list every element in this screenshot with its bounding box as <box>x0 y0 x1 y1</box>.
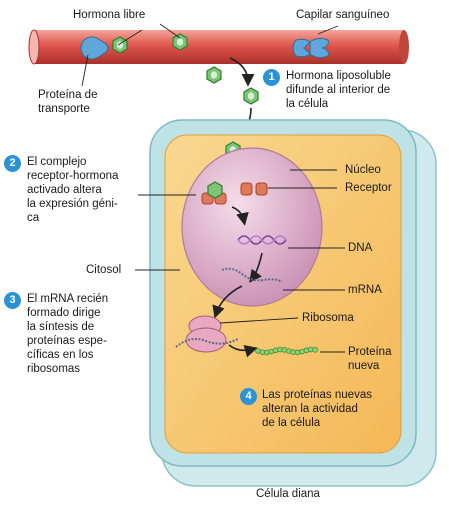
hormone-icon <box>112 36 128 54</box>
label-nucleus: Núcleo <box>345 164 381 176</box>
arrow <box>228 344 258 358</box>
receptor-hormone-complex <box>201 181 227 205</box>
amino-acid-bead <box>303 347 310 354</box>
step-badge-2: 2 <box>4 155 21 172</box>
step-badge-3: 3 <box>4 292 21 309</box>
label-target-cell: Célula diana <box>256 488 320 500</box>
step-badge-1: 1 <box>263 69 280 86</box>
amino-acid-bead <box>312 347 319 353</box>
step-text-4: Las proteínas nuevas alteran la activida… <box>262 389 372 429</box>
label-receptor: Receptor <box>345 182 392 194</box>
label-cytosol: Citosol <box>86 264 122 276</box>
arrow <box>231 206 249 226</box>
amino-acid-bead <box>263 349 270 356</box>
transport-protein-icon <box>80 36 109 60</box>
hormone-icon <box>206 66 222 84</box>
arrow <box>212 285 243 319</box>
mrna-strand <box>221 267 283 283</box>
label-dna: DNA <box>348 242 373 254</box>
leader-lines <box>81 23 345 353</box>
receptor-icon <box>240 182 268 196</box>
arrow <box>249 252 263 283</box>
step-text-2: El complejo receptor-hormona activado al… <box>27 156 119 224</box>
amino-acid-bead <box>272 347 279 354</box>
label-ribosome: Ribosoma <box>302 312 354 324</box>
label-free-hormone: Hormona libre <box>73 9 146 21</box>
dna-helix <box>237 235 287 245</box>
label-capillary: Capilar sanguíneo <box>296 9 390 21</box>
step-text-3: El mRNA recién formado dirige la síntesi… <box>27 293 109 375</box>
label-mrna: mRNA <box>348 284 382 296</box>
transport-protein-icon <box>292 37 329 59</box>
hormone-icon <box>243 87 259 105</box>
step-badge-4: 4 <box>240 388 257 405</box>
hormone-icon <box>172 33 188 51</box>
nucleus <box>181 147 323 307</box>
amino-acid-bead <box>294 349 301 356</box>
arrow <box>229 57 255 87</box>
label-new-protein: Proteína nueva <box>348 346 392 372</box>
label-transport-protein: Proteína de transporte <box>38 89 98 115</box>
ribosome <box>175 315 239 353</box>
step-text-1: Hormona liposoluble difunde al interior … <box>286 70 391 110</box>
new-protein <box>255 346 319 356</box>
